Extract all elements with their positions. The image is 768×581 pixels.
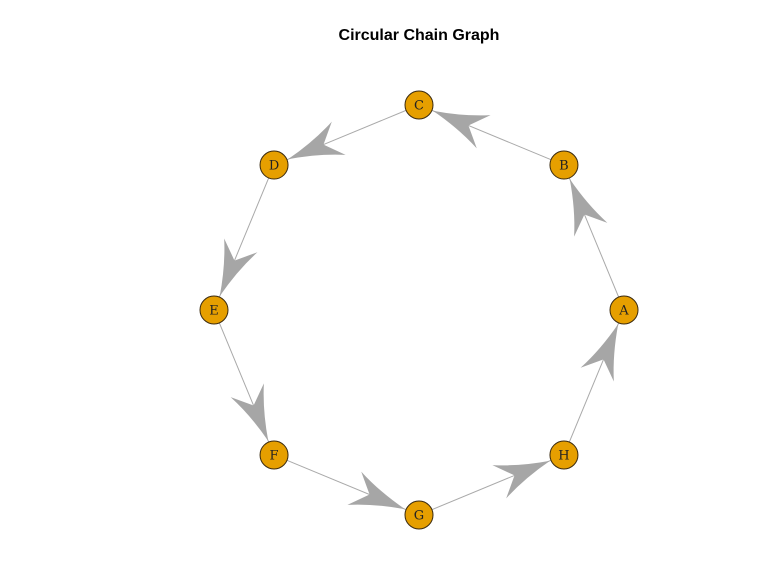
node-label-H: H xyxy=(558,448,569,463)
node-label-F: F xyxy=(270,448,279,463)
node-G xyxy=(404,500,434,530)
arrowhead-D-E xyxy=(219,238,258,297)
arrowhead-B-C xyxy=(432,110,491,149)
node-H xyxy=(549,440,579,470)
arrowhead-G-H xyxy=(492,460,551,499)
node-B xyxy=(549,150,579,180)
arrowhead-A-B xyxy=(569,178,608,237)
node-label-C: C xyxy=(414,99,424,114)
node-D xyxy=(259,150,289,180)
node-E xyxy=(199,295,229,325)
arrowhead-E-F xyxy=(230,383,269,442)
graph-title: Circular Chain Graph xyxy=(338,27,500,44)
node-label-E: E xyxy=(209,304,219,319)
node-label-D: D xyxy=(269,159,279,174)
arrowhead-C-D xyxy=(287,121,346,160)
node-label-A: A xyxy=(618,304,629,319)
node-C xyxy=(404,90,434,120)
arrowhead-H-A xyxy=(580,323,619,382)
node-label-G: G xyxy=(414,509,424,524)
node-label-B: B xyxy=(559,159,569,174)
node-F xyxy=(259,440,289,470)
arrowhead-F-G xyxy=(347,471,406,510)
node-A xyxy=(609,295,639,325)
